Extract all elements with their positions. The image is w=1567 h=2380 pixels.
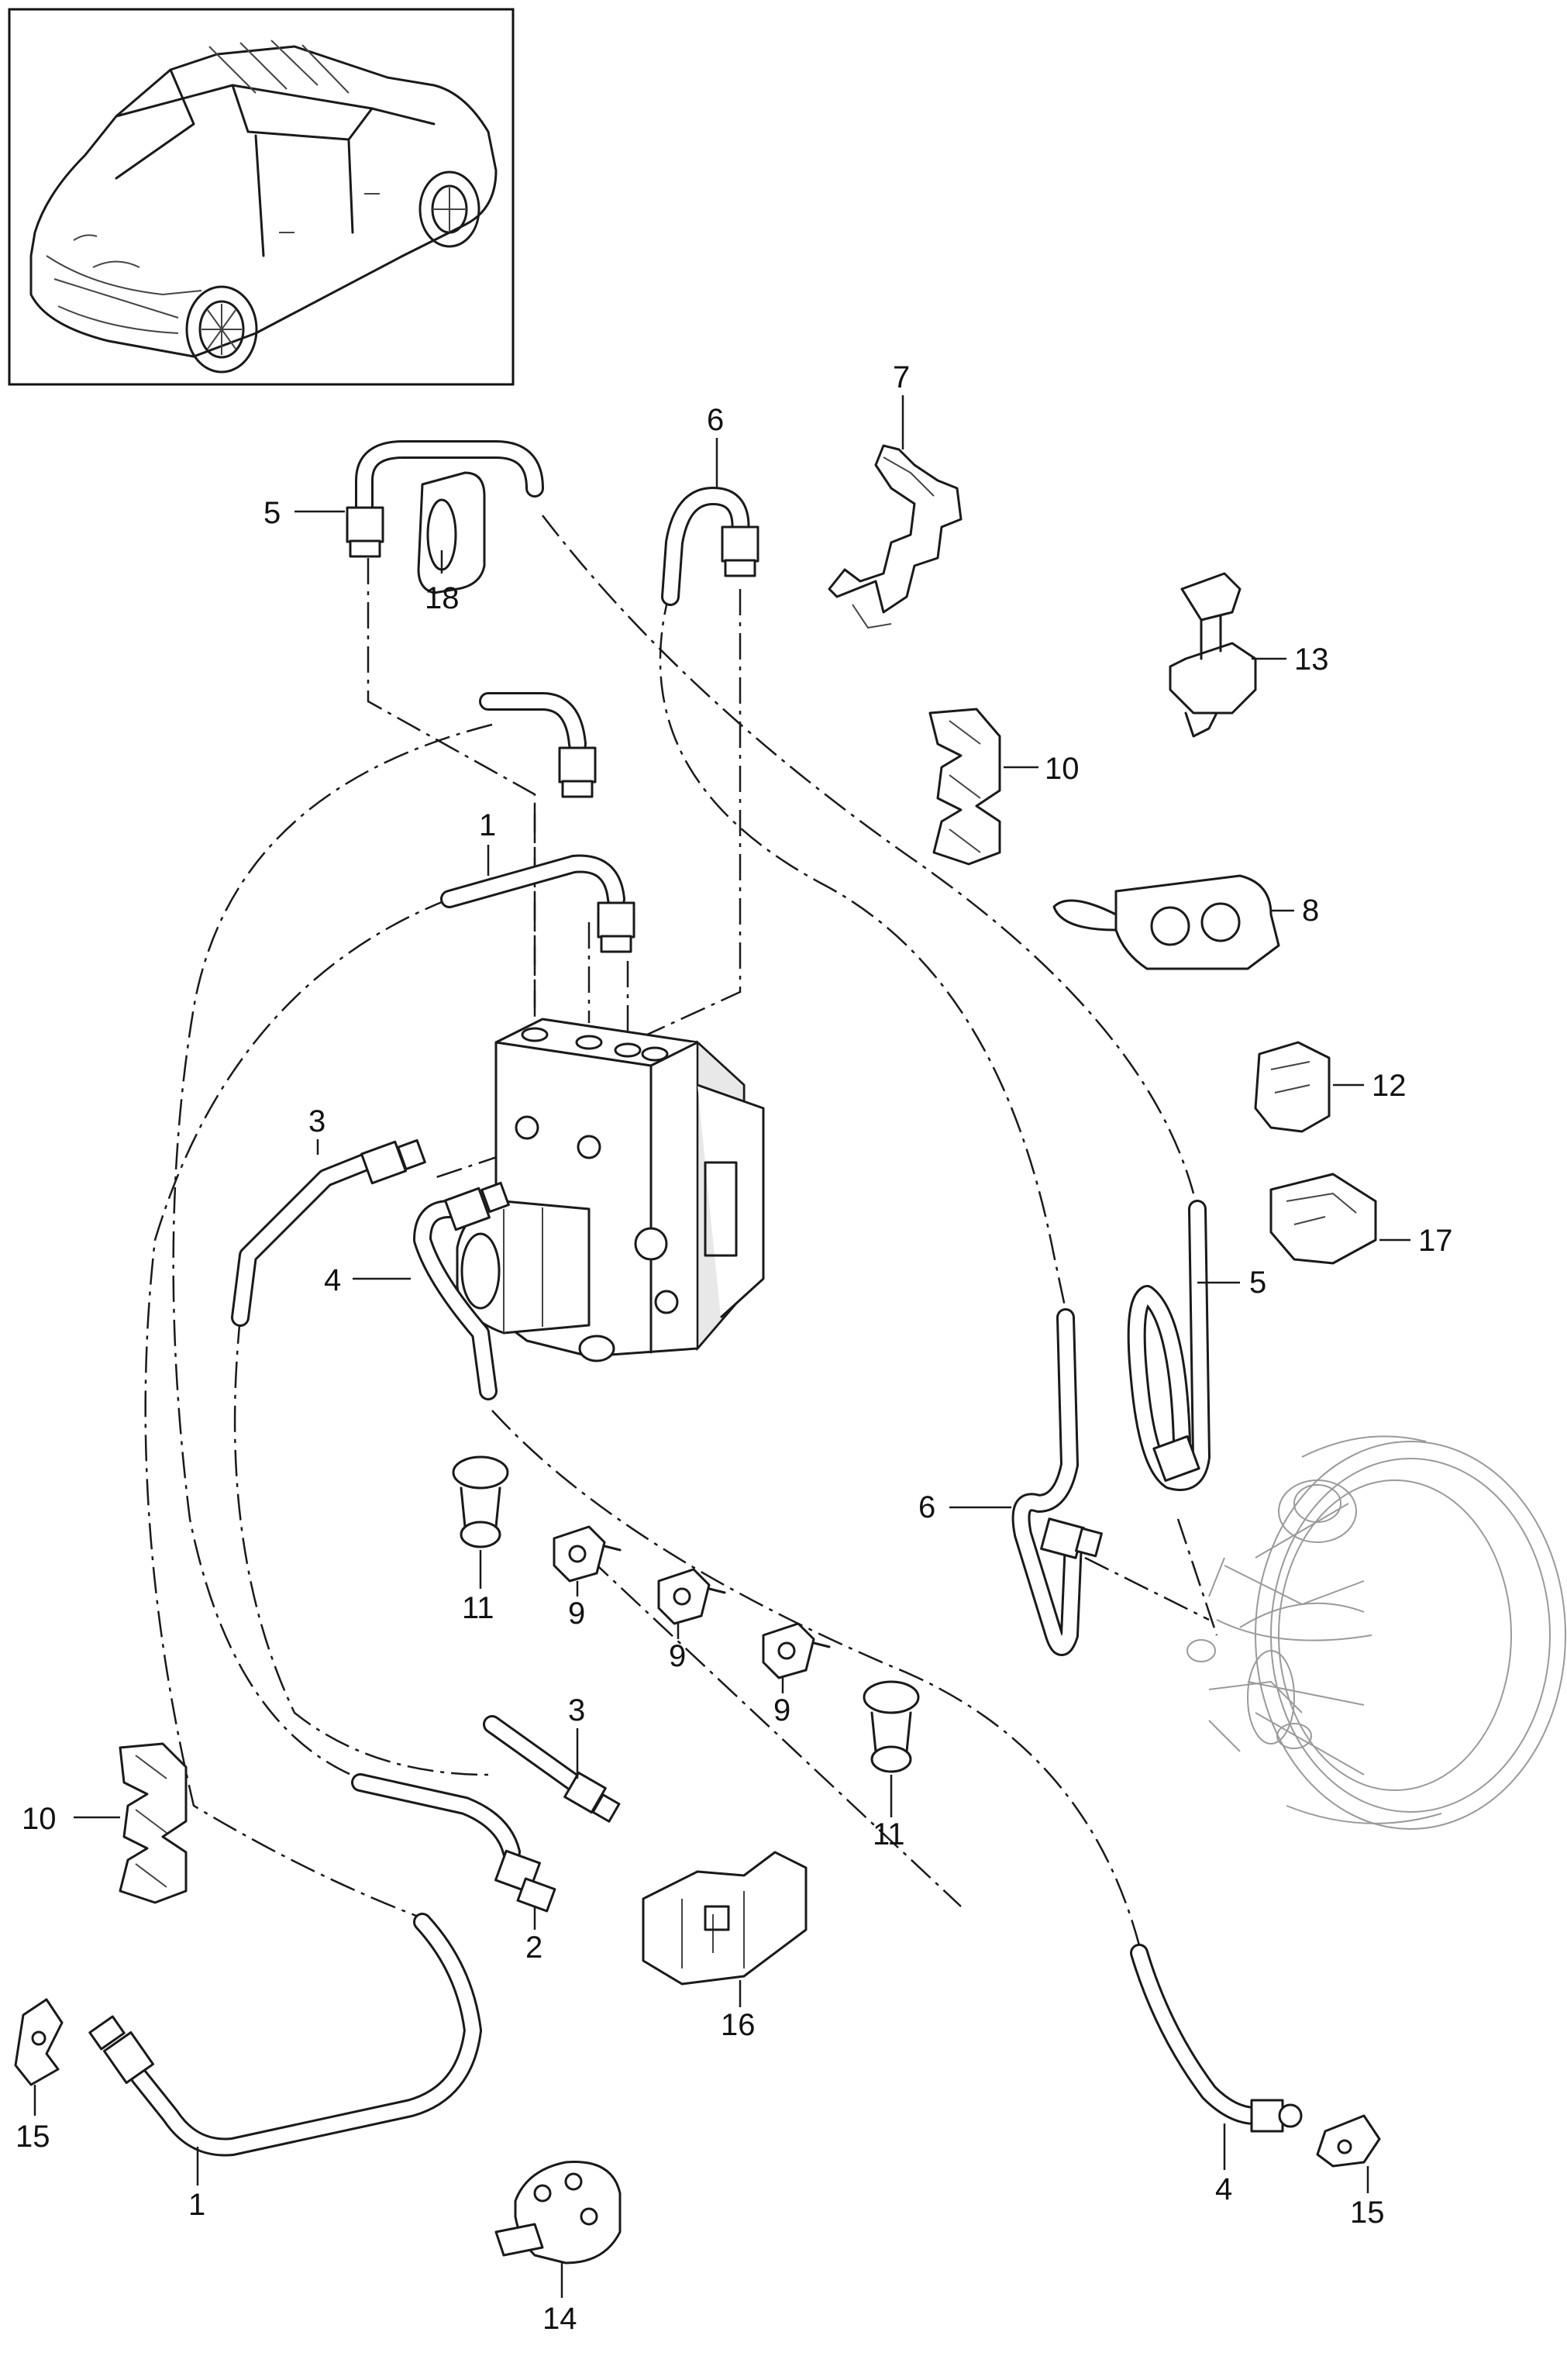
- part-11-clip-left: [452, 1455, 509, 1548]
- callout-9-a: 9: [568, 1596, 585, 1631]
- brake-line-4-upper: [413, 1181, 510, 1400]
- brake-booster-master-cylinder: [1186, 1435, 1566, 1830]
- callout-6-right: 6: [918, 1490, 935, 1524]
- callout-18: 18: [425, 581, 460, 615]
- brake-line-6-top: [661, 487, 759, 606]
- callout-2: 2: [525, 1931, 542, 1965]
- parts: [14, 444, 1381, 2265]
- callout-15-left: 15: [15, 2120, 50, 2154]
- callout-16: 16: [721, 2008, 756, 2042]
- part-10-holder-upper: [928, 708, 1001, 866]
- part-15-clip-right: [1316, 2114, 1381, 2168]
- suv-illustration: [29, 40, 498, 374]
- leader-lines: [33, 395, 1410, 2298]
- brake-line-6-right: [1011, 1308, 1103, 1656]
- part-7-clip-strip: [828, 444, 963, 629]
- part-16-holder-block: [642, 1851, 808, 1986]
- vehicle-thumbnail: [8, 8, 515, 386]
- callout-5-top: 5: [263, 496, 281, 530]
- callout-11-right: 11: [873, 1817, 905, 1851]
- callout-4-upper: 4: [324, 1263, 341, 1297]
- callout-11-left: 11: [462, 1591, 494, 1625]
- callout-12: 12: [1372, 1069, 1407, 1103]
- callout-4-lower: 4: [1215, 2172, 1232, 2206]
- routing-lines: [144, 515, 1218, 1946]
- callout-17: 17: [1418, 1224, 1453, 1258]
- brake-line-1-lower: [88, 1913, 482, 2157]
- brake-line-3-upper: [231, 1138, 426, 1327]
- part-9-clip-a: [553, 1525, 622, 1583]
- callout-6-top: 6: [707, 403, 724, 437]
- callout-numbers: 5 18 6 7 13 10 8 1 12 3 17 4 5 6 11 9 9 …: [15, 360, 1453, 2336]
- part-17-holder: [1269, 1173, 1377, 1265]
- part-10-holder-lower: [119, 1742, 188, 1904]
- callout-1-lower: 1: [188, 2188, 205, 2222]
- part-8-grommet-strip: [1052, 874, 1280, 970]
- callout-14: 14: [542, 2302, 577, 2336]
- part-9-clip-c: [762, 1622, 831, 1679]
- callout-13: 13: [1294, 642, 1329, 677]
- brake-lines: [88, 440, 1303, 2157]
- callout-10-top: 10: [1045, 752, 1080, 786]
- callout-3-upper: 3: [308, 1104, 325, 1138]
- part-11-clip-right: [863, 1680, 920, 1773]
- callout-3-lower: 3: [568, 1693, 585, 1727]
- brake-line-abs-upper: [479, 692, 597, 798]
- callout-10-lower: 10: [22, 1802, 57, 1836]
- callout-9-c: 9: [773, 1693, 790, 1727]
- callout-9-b: 9: [669, 1639, 686, 1673]
- part-14-grommet: [494, 2161, 622, 2265]
- brake-line-4-lower: [1130, 1944, 1303, 2133]
- abs-hydraulic-unit: [456, 1018, 765, 1362]
- brake-line-1-top: [440, 854, 635, 953]
- callout-7: 7: [893, 360, 910, 394]
- callout-5-right: 5: [1249, 1266, 1266, 1300]
- brake-line-5-top: [346, 440, 544, 558]
- part-18-grommet: [417, 471, 486, 594]
- brake-line-2-lower: [351, 1773, 556, 1913]
- callout-15-right: 15: [1350, 2196, 1385, 2230]
- callout-8: 8: [1302, 894, 1319, 928]
- part-12-holder: [1254, 1041, 1331, 1133]
- brake-line-5-right: [1127, 1200, 1211, 1491]
- part-13-bracket: [1169, 572, 1257, 738]
- callout-1-top: 1: [479, 808, 496, 842]
- brake-line-3-lower: [483, 1715, 621, 1823]
- part-15-clip-left: [14, 1998, 64, 2086]
- part-9-clip-b: [657, 1568, 726, 1625]
